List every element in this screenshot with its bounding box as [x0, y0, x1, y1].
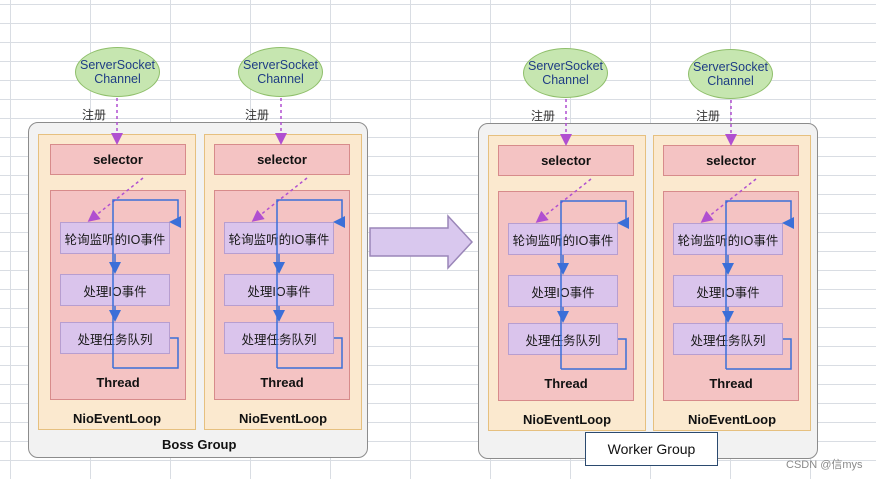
- process-io-events-step: 处理IO事件: [60, 274, 170, 306]
- register-label: 注册: [245, 108, 270, 122]
- channel-label-line2: Channel: [257, 72, 304, 86]
- process-task-queue-step: 处理任务队列: [673, 323, 783, 355]
- loop-arrows: [87, 98, 181, 369]
- channel-label-line2: Channel: [94, 72, 141, 86]
- selector-box: selector: [663, 145, 799, 176]
- boss-group-label: Boss Group: [162, 437, 237, 452]
- loop-arrows: [535, 99, 629, 370]
- csdn-watermark: CSDN @信mys: [786, 459, 863, 471]
- process-io-events-step: 处理IO事件: [508, 275, 618, 307]
- channel-label-line2: Channel: [542, 73, 589, 87]
- nio-event-loop-label: NioEventLoop: [72, 411, 162, 426]
- thread-label: Thread: [544, 376, 588, 391]
- selector-box: selector: [50, 144, 186, 175]
- process-io-events-step: 处理IO事件: [224, 274, 334, 306]
- thread-label: Thread: [260, 375, 304, 390]
- poll-io-events-step: 轮询监听的IO事件: [224, 222, 334, 254]
- channel-label-line2: Channel: [707, 74, 754, 88]
- process-io-events-step: 处理IO事件: [673, 275, 783, 307]
- server-socket-channel-node: ServerSocket Channel: [688, 49, 773, 99]
- thread-label: Thread: [709, 376, 753, 391]
- worker-group-label: Worker Group: [585, 432, 718, 466]
- register-label: 注册: [82, 108, 107, 122]
- process-task-queue-step: 处理任务队列: [508, 323, 618, 355]
- channel-label-line1: ServerSocket: [242, 58, 319, 72]
- transfer-arrow: [369, 214, 474, 270]
- nio-event-loop-label: NioEventLoop: [687, 412, 777, 427]
- loop-arrows: [700, 100, 794, 370]
- poll-io-events-step: 轮询监听的IO事件: [508, 223, 618, 255]
- selector-box: selector: [214, 144, 350, 175]
- register-label: 注册: [531, 109, 556, 123]
- poll-io-events-step: 轮询监听的IO事件: [60, 222, 170, 254]
- register-label: 注册: [696, 109, 721, 123]
- server-socket-channel-node: ServerSocket Channel: [75, 47, 160, 97]
- thread-label: Thread: [96, 375, 140, 390]
- process-task-queue-step: 处理任务队列: [60, 322, 170, 354]
- channel-label-line1: ServerSocket: [692, 60, 769, 74]
- server-socket-channel-node: ServerSocket Channel: [238, 47, 323, 97]
- channel-label-line1: ServerSocket: [527, 59, 604, 73]
- channel-label-line1: ServerSocket: [79, 58, 156, 72]
- loop-arrows: [251, 98, 345, 369]
- process-task-queue-step: 处理任务队列: [224, 322, 334, 354]
- nio-event-loop-label: NioEventLoop: [238, 411, 328, 426]
- nio-event-loop-label: NioEventLoop: [522, 412, 612, 427]
- poll-io-events-step: 轮询监听的IO事件: [673, 223, 783, 255]
- server-socket-channel-node: ServerSocket Channel: [523, 48, 608, 98]
